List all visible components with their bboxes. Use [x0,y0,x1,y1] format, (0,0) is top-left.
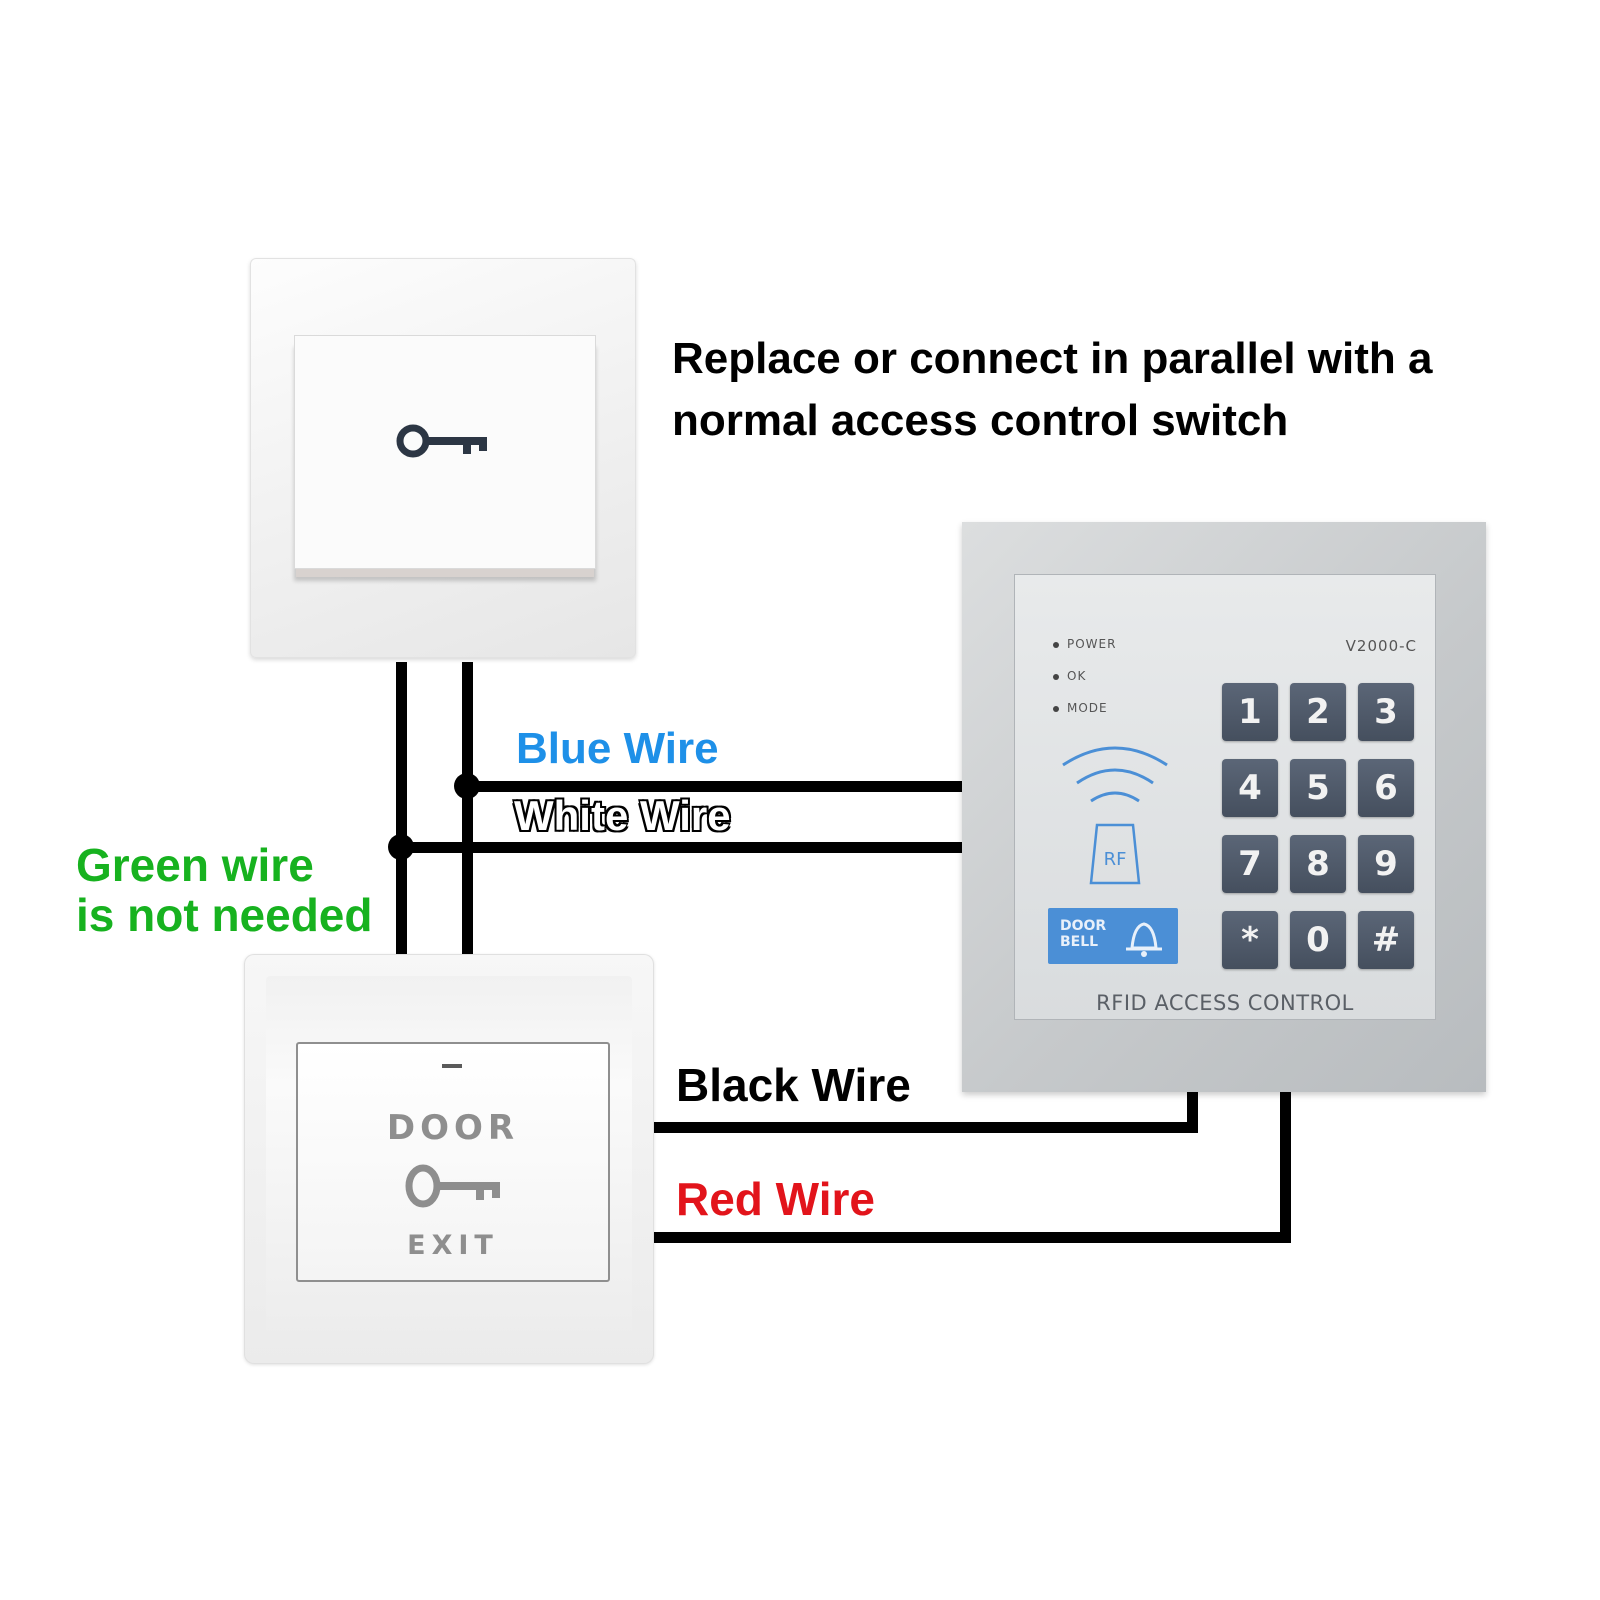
key-2[interactable]: 2 [1290,683,1346,741]
indicator-label: POWER [1067,637,1117,651]
key-icon [396,424,487,458]
key-hash[interactable]: # [1358,911,1414,969]
indicator-label: OK [1067,669,1087,683]
key-9[interactable]: 9 [1358,835,1414,893]
doorbell-label: DOOR BELL [1060,918,1107,950]
exit-led [442,1064,462,1068]
access-control-switch [250,258,636,658]
key-5[interactable]: 5 [1290,759,1346,817]
key-6[interactable]: 6 [1358,759,1414,817]
black-wire-label: Black Wire [676,1059,911,1111]
bell-icon [1126,922,1162,957]
white-wire-label: White Wire [513,791,732,840]
blue-wire-label: Blue Wire [516,724,719,773]
doorbell-button[interactable]: DOOR BELL [1048,908,1178,964]
key-4[interactable]: 4 [1222,759,1278,817]
indicator-dot [1053,673,1059,680]
key-star[interactable]: * [1222,911,1278,969]
rf-label: RF [1104,849,1127,870]
indicator-dot [1053,705,1059,712]
key-7[interactable]: 7 [1222,835,1278,893]
red-wire-label: Red Wire [676,1173,875,1225]
model-number: V2000-C [1345,637,1417,655]
key-icon [405,1164,500,1208]
junction-blue [454,773,480,799]
switch-rocker [294,335,596,569]
black-wire-riser [1187,1092,1198,1133]
key-8[interactable]: 8 [1290,835,1346,893]
panel-caption: RFID ACCESS CONTROL [1096,991,1354,1015]
wire-vertical-left [396,662,407,958]
indicator-power: POWER [1053,637,1116,651]
key-1[interactable]: 1 [1222,683,1278,741]
exit-text: EXIT [407,1230,499,1261]
rf-wave-icon: RF [1062,746,1168,885]
rfid-access-control-panel: POWER OK MODE V2000-C RF DOOR BELL 1 2 3… [962,522,1486,1092]
exit-push-button[interactable]: DOOR EXIT [296,1042,610,1282]
indicator-dot [1053,641,1059,648]
door-exit-button: DOOR EXIT [244,954,654,1364]
black-wire-line [654,1122,1198,1133]
rfid-faceplate: POWER OK MODE V2000-C RF DOOR BELL 1 2 3… [1014,574,1436,1020]
key-3[interactable]: 3 [1358,683,1414,741]
indicator-ok: OK [1053,669,1086,683]
green-wire-note: Green wire is not needed [76,839,373,941]
keypad: 1 2 3 4 5 6 7 8 9 * 0 # [1222,683,1414,969]
indicator-label: MODE [1067,701,1108,715]
white-wire-line [396,842,962,853]
headline: Replace or connect in parallel with a no… [672,334,1433,445]
blue-wire-line [462,781,962,792]
door-text: DOOR [386,1108,520,1148]
red-wire-riser [1280,1092,1291,1243]
wire-vertical-right [462,662,473,958]
red-wire-line [654,1232,1291,1243]
indicator-mode: MODE [1053,701,1108,715]
key-0[interactable]: 0 [1290,911,1346,969]
junction-white [388,834,414,860]
